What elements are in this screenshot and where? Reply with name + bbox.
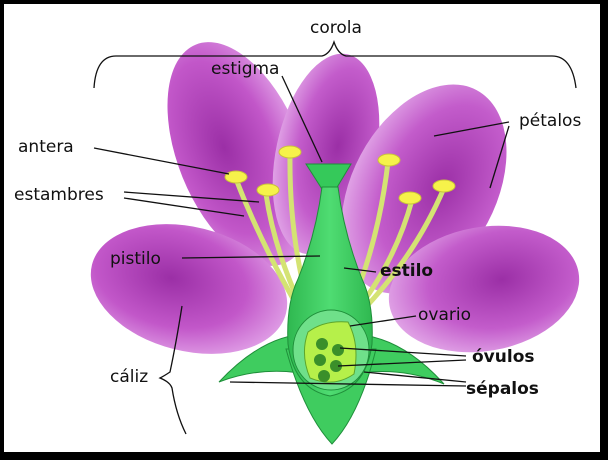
anther-4 [377,153,401,167]
leader-ovario [349,315,417,327]
label-corola: corola [310,18,362,38]
label-estigma: estigma [211,59,279,79]
label-antera: antera [18,137,74,157]
leader-petalos-1 [433,121,510,137]
diagram-canvas: corola estigma pétalos antera estambres … [4,4,600,452]
anther-2 [256,183,280,197]
anther-3 [278,145,302,159]
leader-sepalos-1 [363,371,467,383]
leader-pistilo [181,255,321,259]
ovary-inner [304,321,357,383]
ovule-2 [332,344,344,356]
anther-6 [432,179,456,193]
caliz-bracket [158,305,187,435]
leader-estilo [343,267,377,273]
ovule-3 [314,354,326,366]
leader-estigma [281,75,323,163]
label-caliz: cáliz [110,367,148,387]
label-petalos: pétalos [519,111,581,131]
corola-bracket [93,39,577,89]
leader-ovulos-1 [339,347,467,357]
leader-petalos-2 [489,125,510,189]
label-pistilo: pistilo [110,249,161,269]
flower-diagram: corola estigma pétalos antera estambres … [14,18,581,445]
leader-sepalos-2 [229,381,467,387]
ovule-4 [330,360,342,372]
label-sepalos: sépalos [466,379,539,399]
leader-ovulos-2 [337,359,467,367]
filament-6 [362,187,447,311]
label-estambres: estambres [14,185,104,205]
leader-lines [93,75,510,387]
ovule-5 [318,370,330,382]
petal-right-bottom [388,225,580,353]
filament-1 [233,178,299,306]
leader-estambres-1 [123,191,260,203]
label-estilo: estilo [380,261,433,281]
leader-antera [93,147,230,175]
label-ovulos: óvulos [472,347,535,367]
ovule-1 [316,338,328,350]
anther-5 [398,191,422,205]
pistil [287,163,373,397]
label-ovario: ovario [418,305,471,325]
leader-estambres-2 [123,197,245,217]
anther-1 [224,170,248,184]
